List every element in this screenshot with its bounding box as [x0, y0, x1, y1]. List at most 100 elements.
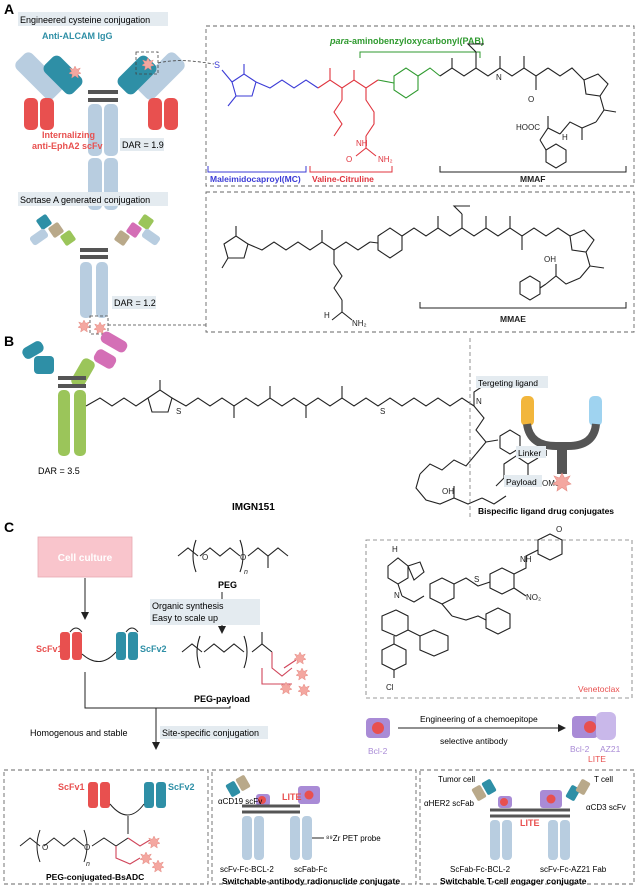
igg-label: Anti-ALCAM IgG [42, 31, 112, 41]
box3-tumor: Tumor cell [438, 775, 475, 784]
scfv-pair [60, 627, 139, 662]
bldc-schematic [521, 396, 602, 492]
sortase-title: Sortase A generated conjugation [20, 195, 150, 205]
az21-label: AZ21 [600, 744, 621, 754]
bcl2-label: Bcl-2 [368, 746, 388, 756]
scfv-label-2: anti-EphA2 scFv [32, 141, 103, 151]
venetoclax-box [365, 539, 633, 699]
merge-arrowhead [152, 742, 160, 750]
ven-n: N [394, 591, 400, 600]
payload-star-icon [295, 667, 309, 681]
cell-culture-label: Cell culture [58, 553, 113, 564]
box2-caption: Switchable-antibody radionuclide conjuga… [222, 876, 400, 886]
venetoclax-label: Venetoclax [578, 684, 620, 694]
atom-n: N [496, 73, 502, 82]
targeting-ligand-label: Tergeting ligand [478, 378, 538, 388]
payload-star-icon [139, 851, 153, 865]
atom-o-vc: O [346, 155, 352, 164]
bcl2-label-2: Bcl-2 [570, 744, 590, 754]
box1 [3, 769, 209, 885]
peg-payload-label: PEG-payload [194, 694, 250, 704]
box2-cd19: αCD19 scFv [218, 797, 262, 806]
engineering-arrowhead [558, 724, 566, 732]
bsadc-construct [19, 782, 166, 865]
box2-lite: LITE [282, 792, 302, 802]
mmaf-label: MMAF [520, 174, 546, 184]
pab-label: para-aminobenzyloxycarbonyl(PAB) [329, 36, 484, 46]
box3-right: scFv-Fc-AZ21 Fab [540, 865, 607, 874]
pab-bracket [359, 51, 481, 58]
box2-right: scFab-Fc [294, 865, 327, 874]
box2 [211, 769, 417, 885]
panel-c-letter: C [4, 519, 14, 535]
mmaf-box [205, 25, 635, 187]
cys-title: Engineered cysteine conjugation [20, 15, 150, 25]
scfv2-label: ScFv2 [140, 644, 167, 654]
sortase-title-bg [18, 192, 168, 206]
ven-h: H [392, 545, 398, 554]
radionuclide-construct [225, 775, 324, 860]
box3-cd3: αCD3 scFv [586, 803, 626, 812]
box3-tcell: T cell [594, 775, 613, 784]
ven-no2: NO₂ [526, 593, 541, 602]
linker-bg [516, 446, 546, 458]
site-specific-bg [160, 726, 268, 739]
igg-scfv-antibody [15, 52, 185, 210]
mmaf-bracket [439, 166, 627, 173]
payload-star-icon [151, 859, 165, 873]
peg-payload-structure [181, 632, 297, 685]
peg-structure [177, 539, 289, 573]
ven-s: S [474, 575, 479, 584]
organic-1: Organic synthesis [152, 601, 224, 611]
payload-star-icon [93, 321, 107, 335]
peg-arrowhead [218, 626, 226, 634]
payload-bg [504, 475, 542, 487]
box3-her2: αHER2 scFab [424, 799, 475, 808]
box3-lite: LITE [520, 818, 540, 828]
atom-nh2: NH₂ [378, 155, 393, 164]
payload-star-icon [297, 683, 311, 697]
dar-bottom-bg [112, 296, 156, 309]
peg-label: PEG [218, 580, 237, 590]
box1-scfv1: ScFv1 [58, 782, 85, 792]
homogenous-label: Homogenous and stable [30, 728, 128, 738]
payload-label: Payload [506, 477, 537, 487]
dar-top-bg [120, 138, 164, 151]
imgn-n: N [476, 397, 482, 406]
imgn151-antibody [22, 331, 128, 456]
bcl2-protein [366, 718, 390, 738]
engineering-1: Engineering of a chemoepitope [420, 714, 538, 724]
drug-name: IMGN151 [232, 502, 275, 513]
cell-culture-box [37, 536, 133, 578]
mmaf-structure: S NH NH₂ O [214, 43, 617, 169]
payload-star-icon [293, 651, 307, 665]
organic-bg [150, 599, 260, 625]
vc-bracket [309, 166, 393, 173]
cell-arrowhead [81, 612, 89, 620]
pab-prefix: para [329, 36, 349, 46]
box2-zr: ⁸⁹Zr PET probe [326, 834, 381, 843]
mmae-box [205, 191, 635, 333]
box3-caption: Switchable T-cell engager conjugate [440, 876, 587, 886]
merge-lines [84, 672, 231, 709]
ven-o: O [556, 525, 562, 534]
scfv1-label: ScFv1 [36, 644, 63, 654]
imgn-s1: S [176, 407, 181, 416]
ven-nh: NH [520, 555, 532, 564]
peg-n: n [244, 569, 248, 576]
ven-cl: Cl [386, 683, 394, 692]
venetoclax-structure [381, 533, 563, 678]
dar-top: DAR = 1.9 [122, 140, 164, 150]
peg-o1: O [202, 553, 208, 562]
mmae-nh2: NH₂ [352, 319, 367, 328]
box1-scfv2: ScFv2 [168, 782, 195, 792]
linker-label: Linker [518, 448, 541, 458]
organic-2: Easy to scale up [152, 613, 218, 623]
cys-title-bg [18, 12, 168, 26]
panel-a-letter: A [4, 1, 14, 17]
zoom-connector [157, 60, 215, 65]
targeting-ligand-bg [476, 376, 548, 388]
mmae-bracket [419, 302, 627, 309]
peg-o2: O [240, 553, 246, 562]
